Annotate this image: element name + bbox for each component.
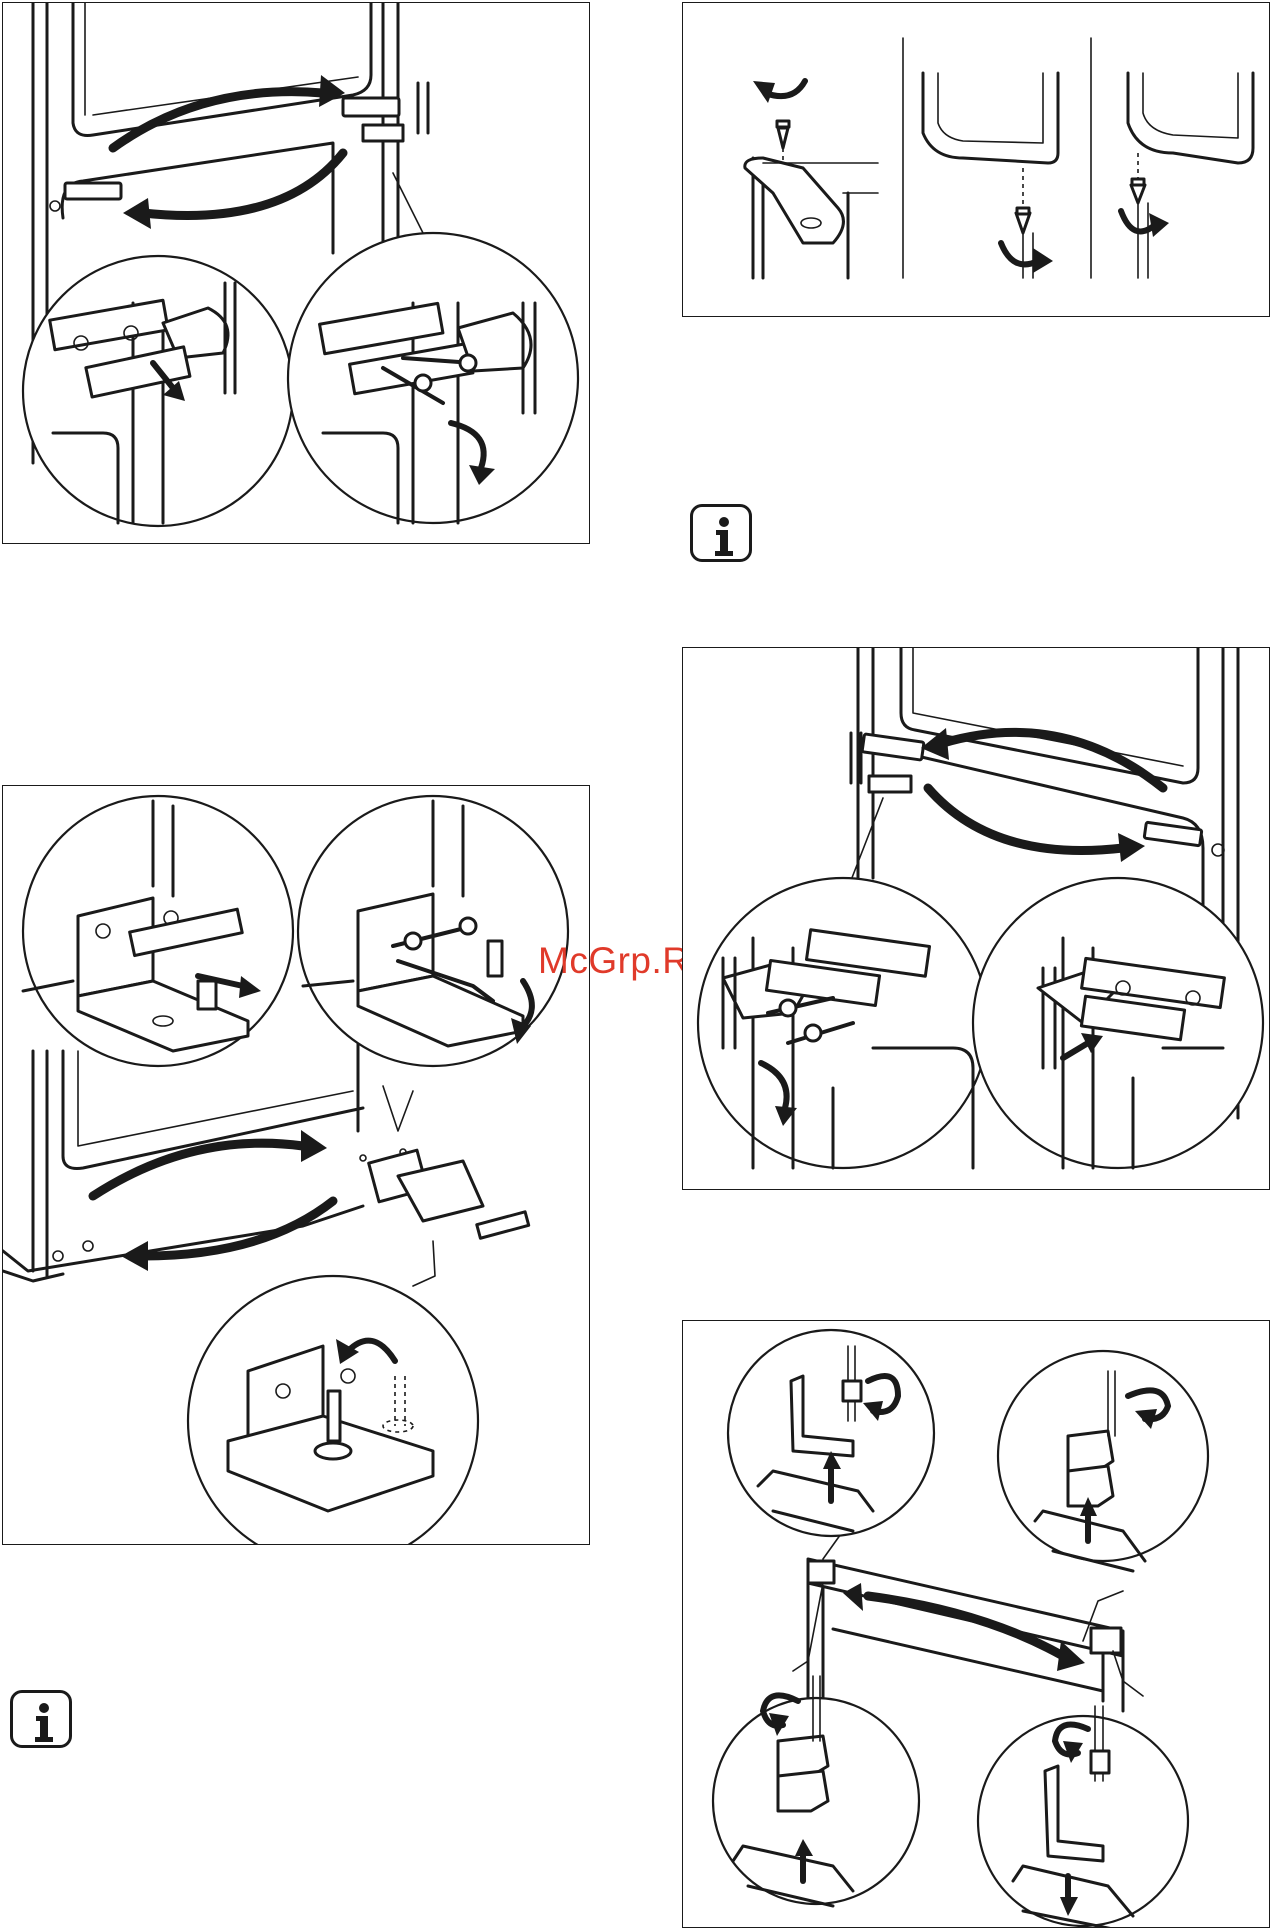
info-icon (10, 1690, 72, 1748)
figure-refit-upper-hinge (682, 647, 1270, 1190)
figure-lower-hinge-swap (2, 785, 590, 1545)
figure-bottom-cover-swap (682, 1320, 1270, 1928)
info-icon (690, 504, 752, 562)
figure-cover-caps-screws (682, 2, 1270, 317)
figure-remove-upper-hinge (2, 2, 590, 544)
